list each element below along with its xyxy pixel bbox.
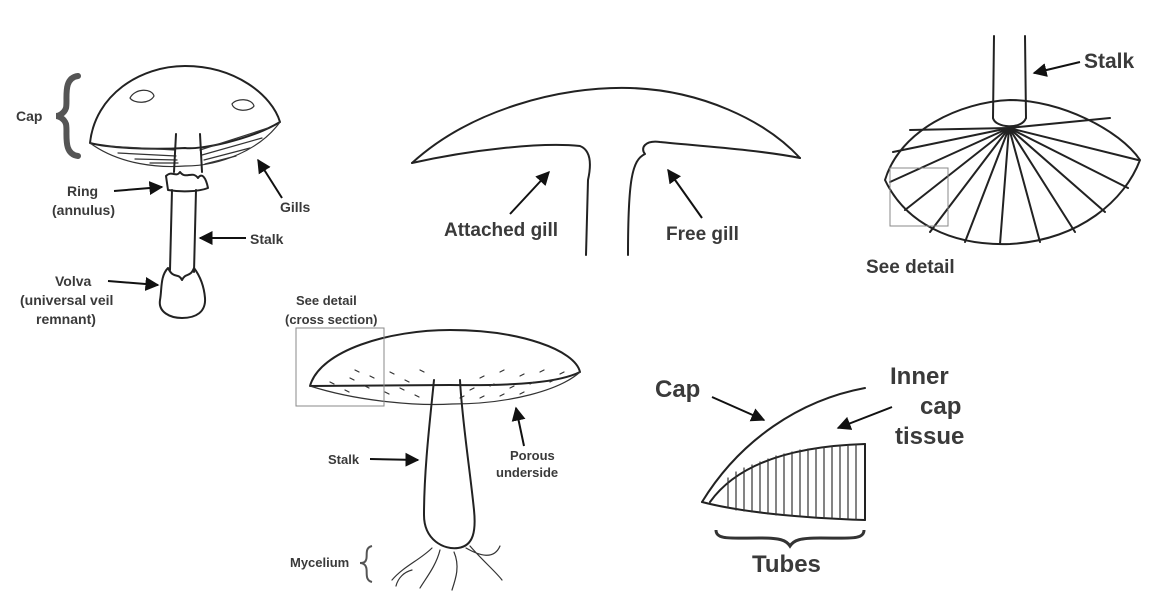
mycelium-brace [359,545,373,583]
attached-gill-arrow [509,170,550,215]
volva-label: Volva [55,273,92,289]
tissue-label: tissue [895,423,964,450]
attached-gill-label: Attached gill [444,220,558,241]
stalk-label-3: Stalk [1084,50,1135,73]
cap-label: Cap [16,108,42,124]
mycelium-label: Mycelium [290,555,349,570]
porous-label: Porous [510,448,555,463]
porous-mushroom-drawing [295,327,581,591]
gills-arrow [257,158,283,199]
volva-remnant-label: remnant) [36,311,96,327]
cross-section-label: (cross section) [285,312,377,327]
cap-brace [55,73,81,159]
free-gill-arrow [667,168,703,219]
tubes-label: Tubes [752,551,821,578]
cap-arrow-5 [711,396,766,422]
gilled-mushroom-drawing [89,65,281,319]
ring-arrow [113,181,164,196]
cap-label-5: Cap [655,376,700,403]
see-detail-label-4: See detail [296,293,357,308]
stalk-label-4: Stalk [328,452,360,467]
cap-word-label: cap [920,393,961,420]
volva-veil-label: (universal veil [20,292,113,308]
gill-underside-drawing [884,35,1141,246]
underside-label: underside [496,465,558,480]
stalk-arrow-3 [1032,61,1081,77]
inner-label: Inner [890,363,949,390]
volva-arrow [107,277,160,291]
inner-tissue-arrow [836,406,893,430]
gills-label: Gills [280,199,311,215]
free-gill-label: Free gill [666,224,739,245]
tube-detail-drawing [701,387,866,521]
gill-attachment-drawing [411,86,801,256]
stalk-label-1: Stalk [250,231,284,247]
tubes-brace [714,529,866,549]
ring-annulus-label: (annulus) [52,202,115,218]
ring-label: Ring [67,183,98,199]
see-detail-label-3: See detail [866,257,955,278]
stalk-arrow-4 [369,452,420,467]
porous-arrow [511,406,526,447]
